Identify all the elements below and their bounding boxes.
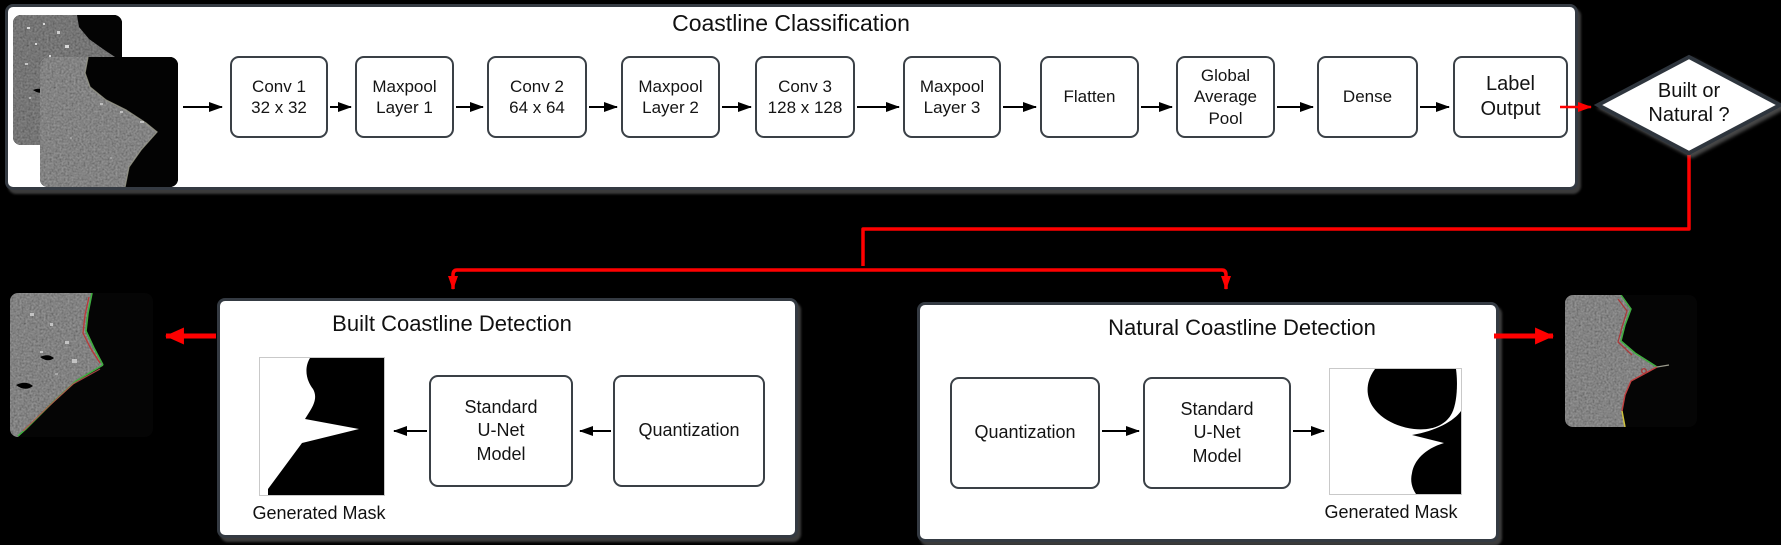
- stage-maxpool1: Maxpool Layer 1: [355, 56, 454, 138]
- sar-input-front-image: [40, 57, 178, 187]
- arrow-decision-built: [448, 268, 863, 290]
- built-unet-box: Standard U-Net Model: [429, 375, 573, 487]
- natural-mask-caption: Generated Mask: [1324, 502, 1458, 522]
- built-detection-title: Built Coastline Detection: [332, 311, 572, 336]
- stage-conv1: Conv 1 32 x 32: [230, 56, 328, 138]
- built-mask-art: [260, 358, 384, 495]
- built-quantization-box: Quantization: [613, 375, 765, 487]
- built-mask-caption: Generated Mask: [252, 503, 386, 523]
- stage-maxpool2: Maxpool Layer 2: [621, 56, 720, 138]
- built-result-art: [10, 293, 153, 437]
- classification-title: Coastline Classification: [672, 10, 910, 36]
- natural-generated-mask-image: [1329, 368, 1462, 495]
- arrow-decision-natural: [863, 268, 1231, 290]
- stage-conv3: Conv 3 128 x 128: [755, 56, 855, 138]
- stage-maxpool3: Maxpool Layer 3: [903, 56, 1001, 138]
- sar-input-front-art: [40, 57, 178, 187]
- stage-dense: Dense: [1317, 56, 1418, 138]
- built-generated-mask-image: [259, 357, 385, 496]
- natural-detection-title: Natural Coastline Detection: [1108, 315, 1376, 340]
- natural-quantization-box: Quantization: [950, 377, 1100, 489]
- built-result-sar-image: [10, 293, 153, 437]
- natural-mask-art: [1330, 369, 1461, 494]
- stage-label-output: Label Output: [1453, 56, 1568, 138]
- natural-result-art: [1565, 295, 1697, 427]
- natural-result-sar-image: [1565, 295, 1697, 427]
- stage-conv2: Conv 2 64 x 64: [487, 56, 587, 138]
- stage-global-average-pool: Global Average Pool: [1176, 56, 1275, 138]
- decision-diamond-label: Built or Natural ?: [1648, 80, 1730, 126]
- stage-flatten: Flatten: [1040, 56, 1139, 138]
- natural-unet-box: Standard U-Net Model: [1143, 377, 1291, 489]
